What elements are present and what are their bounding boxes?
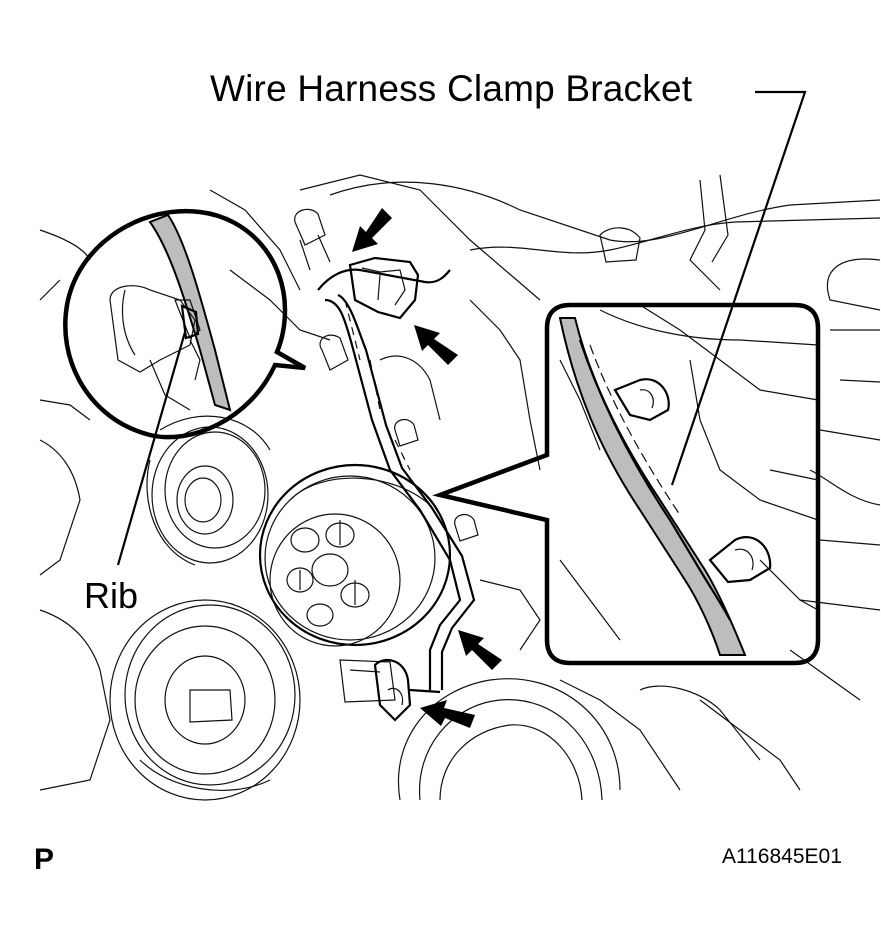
rib-detail-callout (63, 208, 307, 440)
arrow-icon (420, 700, 475, 728)
rib-label: Rib (84, 575, 139, 616)
wire-harness-clamp-bracket-label: Wire Harness Clamp Bracket (210, 68, 693, 109)
lower-pulley (339, 659, 621, 801)
arrow-icon (414, 325, 458, 365)
leader-lines (116, 90, 807, 566)
bracket-detail-callout (432, 302, 821, 666)
engine-background (39, 174, 881, 791)
arrow-icon (458, 630, 502, 670)
arrow-icon (352, 208, 392, 252)
idler-pulley (146, 415, 271, 566)
page-code: P (34, 843, 55, 876)
main-pulley (258, 463, 452, 647)
wire-harness (317, 256, 476, 722)
figure-id: A116845E01 (722, 845, 842, 868)
arrows (352, 208, 502, 728)
crank-pulley (109, 599, 301, 801)
